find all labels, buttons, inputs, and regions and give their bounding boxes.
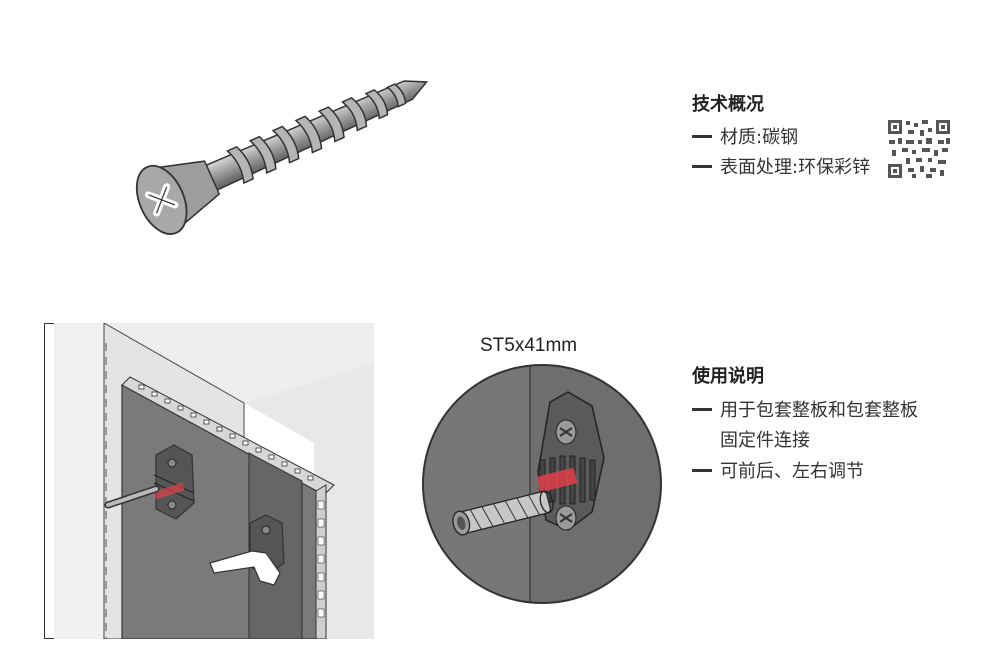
- usage-item-2: 可前后、左右调节: [692, 457, 864, 483]
- usage-item-1-continued: 固定件连接: [720, 430, 810, 451]
- screw-illustration: [135, 80, 429, 235]
- dash-icon: [692, 134, 712, 138]
- dash-icon: [692, 407, 712, 411]
- dash-icon: [692, 164, 712, 168]
- dash-icon: [692, 468, 712, 472]
- magnified-detail-illustration: [422, 364, 662, 604]
- spec-item-surface: 表面处理:环保彩锌: [692, 153, 870, 179]
- installation-illustration: [44, 323, 374, 639]
- usage-title: 使用说明: [692, 366, 764, 387]
- qr-code-icon: [886, 118, 952, 180]
- size-label: ST5x41mm: [480, 335, 578, 356]
- specs-title: 技术概况: [692, 94, 764, 115]
- spec-item-material: 材质:碳钢: [692, 123, 798, 149]
- usage-item-1: 用于包套整板和包套整板: [692, 396, 918, 422]
